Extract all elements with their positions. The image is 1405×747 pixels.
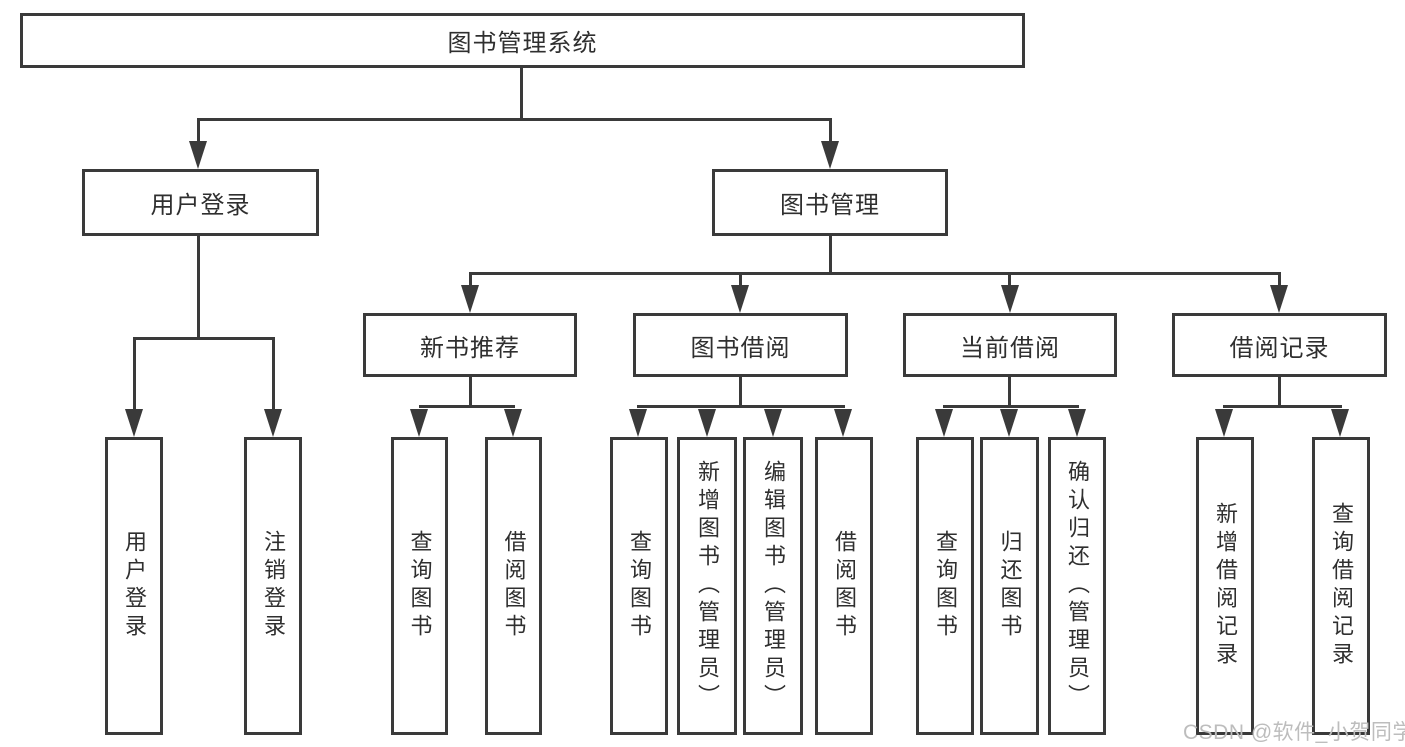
node-new-book-recommend: 新书推荐 (363, 313, 577, 377)
arrow-down-icon (461, 285, 479, 313)
arrow-down-icon (189, 141, 207, 169)
leaf-borrow-books-recommend-label: 借阅图书 (501, 530, 527, 642)
arrow-down-icon (1331, 409, 1349, 437)
leaf-user-login-label: 用户登录 (122, 530, 147, 642)
arrow-down-icon (125, 409, 143, 437)
leaf-query-books-borrowing: 查询图书 (610, 437, 668, 735)
connector-line (1223, 405, 1342, 408)
leaf-borrow-books-recommend: 借阅图书 (485, 437, 542, 735)
node-book-borrowing: 图书借阅 (633, 313, 848, 377)
leaf-return-book-label: 归还图书 (997, 530, 1023, 642)
root-node-library-system: 图书管理系统 (20, 13, 1025, 68)
node-user-login: 用户登录 (82, 169, 319, 236)
leaf-confirm-return-admin: 确认归还（管理员） (1048, 437, 1106, 735)
connector-line (197, 118, 200, 143)
arrow-down-icon (1000, 409, 1018, 437)
node-book-management: 图书管理 (712, 169, 948, 236)
leaf-query-books-recommend: 查询图书 (391, 437, 448, 735)
leaf-borrow-books-borrowing: 借阅图书 (815, 437, 873, 735)
connector-line (272, 337, 275, 411)
node-borrow-records: 借阅记录 (1172, 313, 1387, 377)
leaf-add-borrow-record-label: 新增借阅记录 (1213, 502, 1238, 670)
connector-line (133, 337, 275, 340)
leaf-query-borrow-record: 查询借阅记录 (1312, 437, 1370, 735)
leaf-confirm-return-admin-label: 确认归还（管理员） (1065, 460, 1090, 712)
arrow-down-icon (1215, 409, 1233, 437)
connector-line (943, 405, 1079, 408)
connector-line (197, 236, 200, 340)
leaf-query-borrow-record-label: 查询借阅记录 (1329, 502, 1354, 670)
node-current-borrowing: 当前借阅 (903, 313, 1117, 377)
connector-line (1008, 377, 1011, 408)
leaf-query-books-recommend-label: 查询图书 (407, 530, 433, 642)
arrow-down-icon (410, 409, 428, 437)
arrow-down-icon (264, 409, 282, 437)
connector-line (829, 118, 832, 143)
leaf-add-book-admin: 新增图书（管理员） (677, 437, 737, 735)
arrow-down-icon (731, 285, 749, 313)
arrow-down-icon (1068, 409, 1086, 437)
leaf-query-books-current-label: 查询图书 (933, 530, 958, 642)
leaf-logout: 注销登录 (244, 437, 302, 735)
arrow-down-icon (834, 409, 852, 437)
leaf-query-books-current: 查询图书 (916, 437, 974, 735)
arrow-down-icon (504, 409, 522, 437)
connector-line (469, 272, 472, 287)
arrow-down-icon (935, 409, 953, 437)
arrow-down-icon (1270, 285, 1288, 313)
arrow-down-icon (821, 141, 839, 169)
connector-line (520, 68, 523, 119)
watermark: CSDN @软件_小贺同学 (1183, 721, 1405, 744)
leaf-add-book-admin-label: 新增图书（管理员） (695, 460, 720, 712)
connector-line (637, 405, 845, 408)
connector-line (739, 377, 742, 408)
leaf-query-books-borrowing-label: 查询图书 (627, 530, 652, 642)
leaf-borrow-books-borrowing-label: 借阅图书 (832, 530, 857, 642)
connector-line (197, 118, 832, 121)
arrow-down-icon (698, 409, 716, 437)
connector-line (1278, 272, 1281, 287)
arrow-down-icon (764, 409, 782, 437)
arrow-down-icon (1001, 285, 1019, 313)
leaf-logout-label: 注销登录 (261, 530, 286, 642)
leaf-add-borrow-record: 新增借阅记录 (1196, 437, 1254, 735)
connector-line (739, 272, 742, 287)
connector-line (469, 377, 472, 408)
connector-line (1008, 272, 1011, 287)
leaf-return-book: 归还图书 (980, 437, 1039, 735)
connector-line (829, 236, 832, 275)
leaf-edit-book-admin-label: 编辑图书（管理员） (761, 460, 786, 712)
connector-line (133, 337, 136, 411)
arrow-down-icon (629, 409, 647, 437)
leaf-user-login: 用户登录 (105, 437, 163, 735)
connector-line (1278, 377, 1281, 408)
connector-line (469, 272, 1281, 275)
leaf-edit-book-admin: 编辑图书（管理员） (743, 437, 803, 735)
connector-line (419, 405, 515, 408)
